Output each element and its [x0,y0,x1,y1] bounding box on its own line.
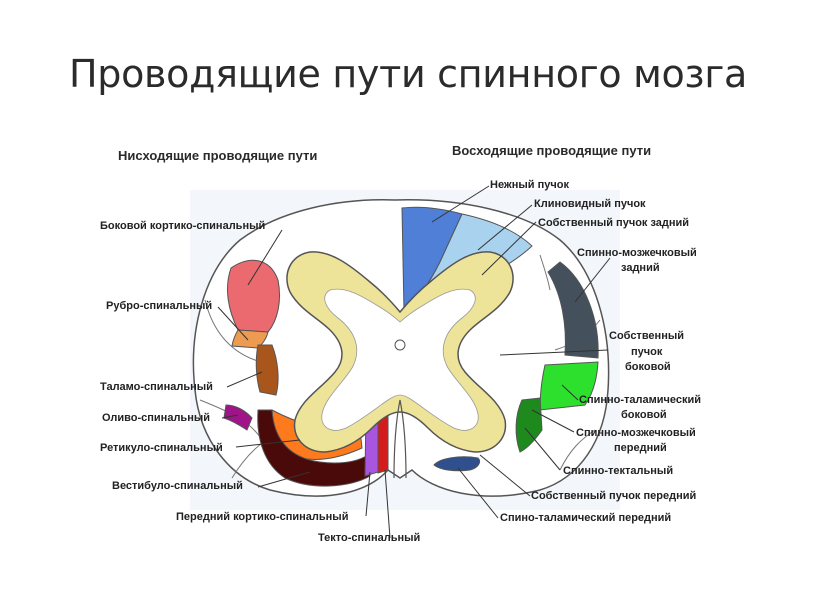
posterior-spinocerebellar-tract [547,261,599,359]
thalamospinal-tract [255,344,279,396]
label-vestibulospinal: Вестибуло-спинальный [112,480,243,492]
label-tectospinal: Текто-спинальный [318,532,420,544]
gray-commissure-area [321,288,479,431]
ascending-heading: Восходящие проводящие пути [452,143,652,158]
anterior-median-fissure [393,399,407,479]
label-olivospinal: Оливо-спинальный [102,412,210,424]
descending-heading: Нисходящие проводящие пути [118,148,318,163]
label-lateral-proper-2: пучок [631,346,663,358]
label-lateral-proper-3: боковой [625,361,671,373]
leader-lines [217,185,611,539]
label-reticulospinal: Ретикуло-спинальный [100,442,223,454]
label-lateral-proper-1: Собственный [609,330,684,342]
anterior-spinothalamic-tract [433,456,481,472]
label-anterior-spinocerebellar-2: передний [614,442,667,454]
label-thalamospinal: Таламо-спинальный [100,381,213,393]
label-cuneate: Клиновидный пучок [534,198,646,210]
slide-title: Проводящие пути спинного мозга [69,52,747,96]
label-lateral-corticospinal: Боковой кортико-спинальный [100,220,265,232]
label-posterior-spinocerebellar-2: задний [621,262,660,274]
lateral-corticospinal-tract [226,259,281,333]
label-lateral-spinothalamic-1: Спинно-таламический [579,394,701,406]
label-anterior-spinothalamic: Спино-таламический передний [500,512,671,524]
label-gracile: Нежный пучок [490,179,569,191]
label-posterior-proper: Собственный пучок задний [538,217,689,229]
label-anterior-spinocerebellar-1: Спинно-мозжечковый [576,427,696,439]
label-posterior-spinocerebellar-1: Спинно-мозжечковый [577,247,697,259]
olivospinal-tract [223,404,253,431]
label-rubrospinal: Рубро-спинальный [106,300,212,312]
label-spinotectal: Спинно-тектальный [563,465,673,477]
label-anterior-proper: Собственный пучок передний [531,490,696,502]
lateral-spinothalamic-tract [539,361,599,411]
central-canal [394,339,406,351]
label-anterior-corticospinal: Передний кортико-спинальный [176,511,348,523]
label-lateral-spinothalamic-2: боковой [621,409,667,421]
